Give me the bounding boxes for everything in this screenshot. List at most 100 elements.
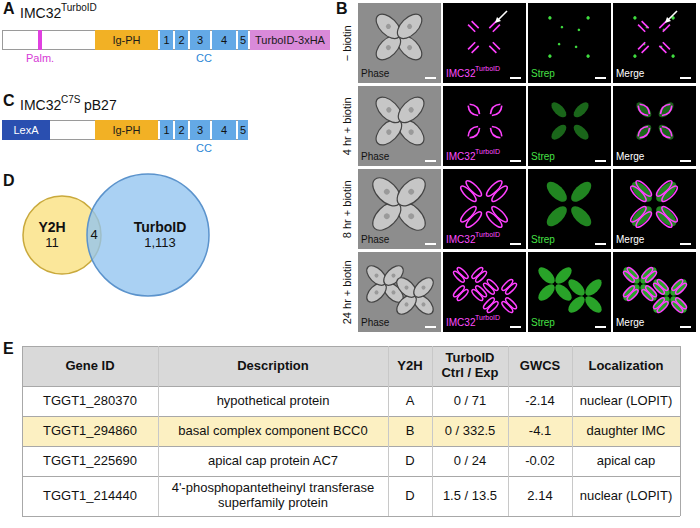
parasite [393, 10, 426, 43]
streptavidin-signal [586, 16, 591, 21]
micrograph-ground [528, 3, 611, 83]
parasite [575, 16, 591, 32]
streptavidin-signal [656, 122, 676, 142]
parasite-nucleus [406, 44, 413, 51]
parasite [571, 122, 591, 142]
channel-label: IMC32 [446, 317, 475, 329]
parasite [582, 276, 604, 298]
imc-signal [472, 21, 479, 28]
table-cell: apical cap protein AC7 [163, 454, 383, 469]
table-cell: -2.14 [513, 394, 567, 409]
scale-bar [425, 77, 436, 79]
set-name: TurboID [134, 219, 187, 235]
micrograph [443, 3, 526, 83]
parasite [631, 42, 648, 59]
domain-note: CC [196, 52, 212, 65]
imc-signal [464, 179, 484, 199]
venn-circle: TurboID1,113 [86, 173, 210, 297]
channel-label: Phase [361, 68, 389, 80]
table-rule [22, 416, 680, 417]
parasite [482, 297, 499, 314]
parasite [628, 202, 656, 230]
channel-label: Strep [531, 151, 555, 163]
streptavidin-signal [620, 264, 642, 286]
table-cell: -0.02 [513, 454, 567, 469]
arrow-head [495, 17, 501, 23]
imc-signal [654, 210, 674, 230]
parasite [452, 285, 469, 302]
parasite [659, 15, 676, 32]
imc-signal [493, 25, 500, 32]
streptavidin-signal [650, 276, 672, 298]
imc-signal [638, 25, 645, 32]
parasite [466, 124, 482, 140]
table-rule [388, 346, 389, 516]
table-rule [432, 346, 433, 516]
micrograph-ground [613, 3, 696, 83]
imc-signal [634, 179, 654, 199]
channel-label: Strep [531, 234, 555, 246]
imc-signal [474, 270, 488, 284]
table-cell: TGGT1_280370 [27, 394, 153, 409]
micrograph-ground [443, 3, 526, 83]
micrograph [613, 169, 696, 249]
imc-signal [452, 285, 466, 299]
streptavidin-signal [543, 178, 570, 205]
parasite [484, 204, 509, 229]
imc-signal [663, 25, 670, 32]
table-rule [22, 516, 680, 517]
table-header: Localization [577, 359, 675, 374]
coil-segment: 5 [238, 30, 248, 50]
table-cell: TGGT1_214440 [27, 489, 153, 504]
parasite [565, 276, 587, 298]
domain-label: Ig-PH [112, 34, 140, 47]
imc-signal [459, 204, 479, 224]
table-rule [158, 346, 159, 516]
streptavidin-signal [671, 54, 676, 59]
domain-label: 1 [163, 124, 169, 137]
parasite [489, 21, 500, 32]
parasite [656, 100, 676, 120]
streptavidin-signal [557, 42, 561, 46]
imc-signal [488, 128, 500, 140]
table-rule [22, 346, 23, 516]
table-cell: A [393, 394, 427, 409]
imc-signal [626, 266, 640, 280]
imc-signal [659, 46, 666, 53]
micrograph-ground [443, 86, 526, 166]
set-count: 1,113 [144, 236, 176, 251]
channel-label: Merge [616, 151, 644, 163]
domain-note: CC [196, 142, 212, 155]
table-rule [22, 476, 680, 477]
imc-signal [484, 210, 504, 230]
channel-label: Phase [361, 151, 389, 163]
domain-label: 3 [197, 34, 203, 47]
micrograph [358, 86, 441, 166]
parasite-nucleus [385, 128, 392, 135]
parasite [410, 274, 437, 301]
panel-letter: B [336, 0, 348, 18]
parasite-outline [410, 274, 437, 301]
domain-note: Palm. [26, 52, 54, 65]
set-count: 11 [45, 236, 59, 251]
parasite [574, 43, 590, 59]
arrow [498, 11, 507, 20]
scale-bar [680, 326, 691, 328]
streptavidin-signal [549, 100, 569, 120]
channel-label: IMC32 [446, 234, 475, 246]
parasite-nucleus [404, 302, 410, 308]
arrow [668, 11, 677, 20]
parasite-nucleus [407, 212, 415, 220]
streptavidin-signal [568, 178, 595, 205]
streptavidin-signal [549, 122, 569, 142]
parasite-nucleus [407, 188, 415, 196]
streptavidin-signal [633, 54, 638, 59]
imc-signal [468, 25, 475, 32]
streptavidin-signal [634, 122, 654, 142]
table-header-ground [22, 346, 680, 386]
table-cell: 1.5 / 13.5 [437, 489, 503, 504]
imc-signal [641, 288, 655, 302]
scale-bar [425, 326, 436, 328]
superscript: TurboID [475, 231, 500, 239]
